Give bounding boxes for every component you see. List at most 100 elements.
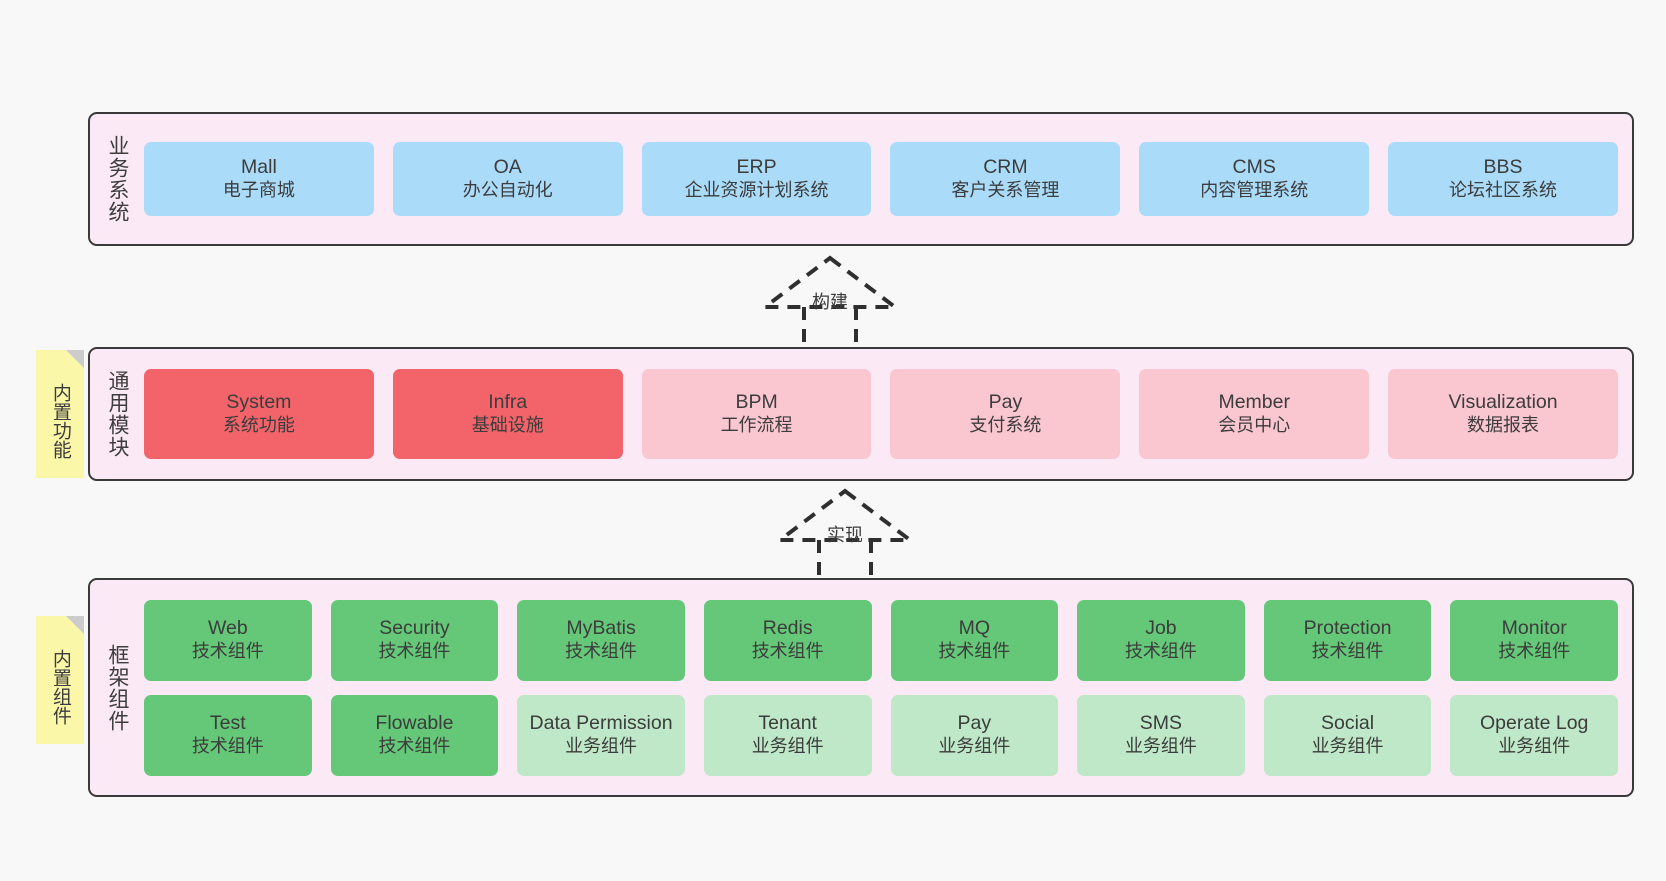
note-builtin-component: 内置组件: [36, 616, 84, 744]
card-subtitle: 技术组件: [378, 640, 451, 661]
card-operate-log[interactable]: Operate Log 业务组件: [1450, 694, 1618, 776]
card-erp[interactable]: ERP 企业资源计划系统: [641, 142, 872, 216]
layer-label-framework-component: 框架组件: [105, 643, 129, 732]
card-title: SMS: [1139, 712, 1183, 735]
connector-implement-arrow: 实现: [750, 483, 940, 588]
layer-business-system: 业务系统 Mall 电子商城 OA 办公自动化 ERP 企业资源计划系统 CRM…: [88, 112, 1634, 246]
card-title: Monitor: [1501, 617, 1567, 640]
card-bpm[interactable]: BPM 工作流程: [641, 369, 872, 459]
card-title: Visualization: [1448, 391, 1558, 414]
card-title: CRM: [983, 156, 1028, 179]
card-data-permission[interactable]: Data Permission 业务组件: [517, 694, 685, 776]
card-subtitle: 数据报表: [1467, 414, 1540, 435]
card-pay-component[interactable]: Pay 业务组件: [890, 694, 1059, 776]
card-subtitle: 技术组件: [938, 640, 1011, 661]
card-subtitle: 业务组件: [1311, 735, 1384, 756]
card-system[interactable]: System 系统功能: [144, 369, 374, 459]
card-title: Redis: [762, 617, 813, 640]
card-row: Test 技术组件 Flowable 技术组件 Data Permission …: [144, 694, 1618, 776]
card-subtitle: 业务组件: [1124, 735, 1197, 756]
card-title: Social: [1321, 712, 1375, 735]
layer-body-framework-component: Web 技术组件 Security 技术组件 MyBatis 技术组件 Redi…: [140, 580, 1632, 795]
card-subtitle: 电子商城: [222, 179, 295, 200]
card-title: Security: [379, 617, 450, 640]
card-row: Web 技术组件 Security 技术组件 MyBatis 技术组件 Redi…: [144, 599, 1618, 681]
layer-body-common-module: System 系统功能 Infra 基础设施 BPM 工作流程 Pay 支付系统…: [140, 349, 1632, 479]
note-builtin-component-label: 内置组件: [49, 649, 71, 725]
card-subtitle: 技术组件: [1498, 640, 1571, 661]
layer-label-business-system: 业务系统: [105, 135, 129, 223]
layer-common-module: 通用模块 System 系统功能 Infra 基础设施 BPM 工作流程 Pay…: [88, 347, 1634, 481]
card-title: MQ: [958, 617, 991, 640]
card-web[interactable]: Web 技术组件: [144, 599, 312, 681]
card-subtitle: 技术组件: [565, 640, 638, 661]
card-subtitle: 工作流程: [720, 414, 793, 435]
card-title: Member: [1218, 391, 1290, 414]
card-subtitle: 技术组件: [378, 735, 451, 756]
connector-build-label: 构建: [812, 292, 848, 312]
card-subtitle: 基础设施: [471, 414, 544, 435]
card-subtitle: 企业资源计划系统: [684, 179, 829, 200]
card-title: Data Permission: [529, 712, 673, 735]
card-security[interactable]: Security 技术组件: [330, 599, 499, 681]
card-title: Test: [209, 712, 246, 735]
card-title: Operate Log: [1479, 712, 1589, 735]
card-visualization[interactable]: Visualization 数据报表: [1388, 369, 1618, 459]
card-subtitle: 会员中心: [1218, 414, 1291, 435]
card-subtitle: 业务组件: [751, 735, 824, 756]
connector-build-arrow: 构建: [735, 250, 925, 355]
layer-body-business-system: Mall 电子商城 OA 办公自动化 ERP 企业资源计划系统 CRM 客户关系…: [140, 114, 1632, 244]
card-subtitle: 技术组件: [1124, 640, 1197, 661]
card-title: Mall: [241, 156, 277, 179]
card-member[interactable]: Member 会员中心: [1139, 369, 1370, 459]
layer-framework-component: 框架组件 Web 技术组件 Security 技术组件 MyBatis 技术组件…: [88, 578, 1634, 797]
card-oa[interactable]: OA 办公自动化: [392, 142, 623, 216]
card-protection[interactable]: Protection 技术组件: [1263, 599, 1432, 681]
card-flowable[interactable]: Flowable 技术组件: [330, 694, 499, 776]
card-subtitle: 客户关系管理: [951, 179, 1060, 200]
card-subtitle: 办公自动化: [462, 179, 553, 200]
card-title: MyBatis: [566, 617, 636, 640]
card-title: Flowable: [375, 712, 454, 735]
card-test[interactable]: Test 技术组件: [144, 694, 312, 776]
card-title: BPM: [735, 391, 778, 414]
card-social[interactable]: Social 业务组件: [1263, 694, 1432, 776]
card-subtitle: 技术组件: [191, 735, 264, 756]
note-builtin-function-label: 内置功能: [49, 383, 71, 459]
card-subtitle: 业务组件: [1498, 735, 1571, 756]
card-row: System 系统功能 Infra 基础设施 BPM 工作流程 Pay 支付系统…: [144, 369, 1618, 459]
card-subtitle: 支付系统: [969, 414, 1042, 435]
card-job[interactable]: Job 技术组件: [1077, 599, 1245, 681]
card-redis[interactable]: Redis 技术组件: [703, 599, 872, 681]
card-cms[interactable]: CMS 内容管理系统: [1139, 142, 1370, 216]
card-bbs[interactable]: BBS 论坛社区系统: [1388, 142, 1618, 216]
card-subtitle: 内容管理系统: [1200, 179, 1309, 200]
card-sms[interactable]: SMS 业务组件: [1077, 694, 1245, 776]
card-tenant[interactable]: Tenant 业务组件: [703, 694, 872, 776]
card-title: BBS: [1483, 156, 1523, 179]
card-title: Pay: [957, 712, 992, 735]
card-title: CMS: [1232, 156, 1276, 179]
card-infra[interactable]: Infra 基础设施: [392, 369, 623, 459]
card-title: Protection: [1303, 617, 1392, 640]
card-title: ERP: [736, 156, 777, 179]
card-title: Infra: [488, 391, 528, 414]
card-subtitle: 论坛社区系统: [1449, 179, 1558, 200]
layer-label-common-module: 通用模块: [105, 370, 129, 458]
card-title: Job: [1145, 617, 1177, 640]
card-subtitle: 业务组件: [565, 735, 638, 756]
card-title: OA: [493, 156, 522, 179]
card-subtitle: 技术组件: [191, 640, 264, 661]
card-title: Tenant: [758, 712, 817, 735]
card-mybatis[interactable]: MyBatis 技术组件: [517, 599, 685, 681]
card-crm[interactable]: CRM 客户关系管理: [890, 142, 1121, 216]
connector-implement-label: 实现: [827, 525, 863, 545]
card-monitor[interactable]: Monitor 技术组件: [1450, 599, 1618, 681]
card-subtitle: 技术组件: [1311, 640, 1384, 661]
card-subtitle: 业务组件: [938, 735, 1011, 756]
card-pay-module[interactable]: Pay 支付系统: [890, 369, 1121, 459]
card-mq[interactable]: MQ 技术组件: [890, 599, 1059, 681]
card-subtitle: 系统功能: [222, 414, 295, 435]
card-mall[interactable]: Mall 电子商城: [144, 142, 374, 216]
